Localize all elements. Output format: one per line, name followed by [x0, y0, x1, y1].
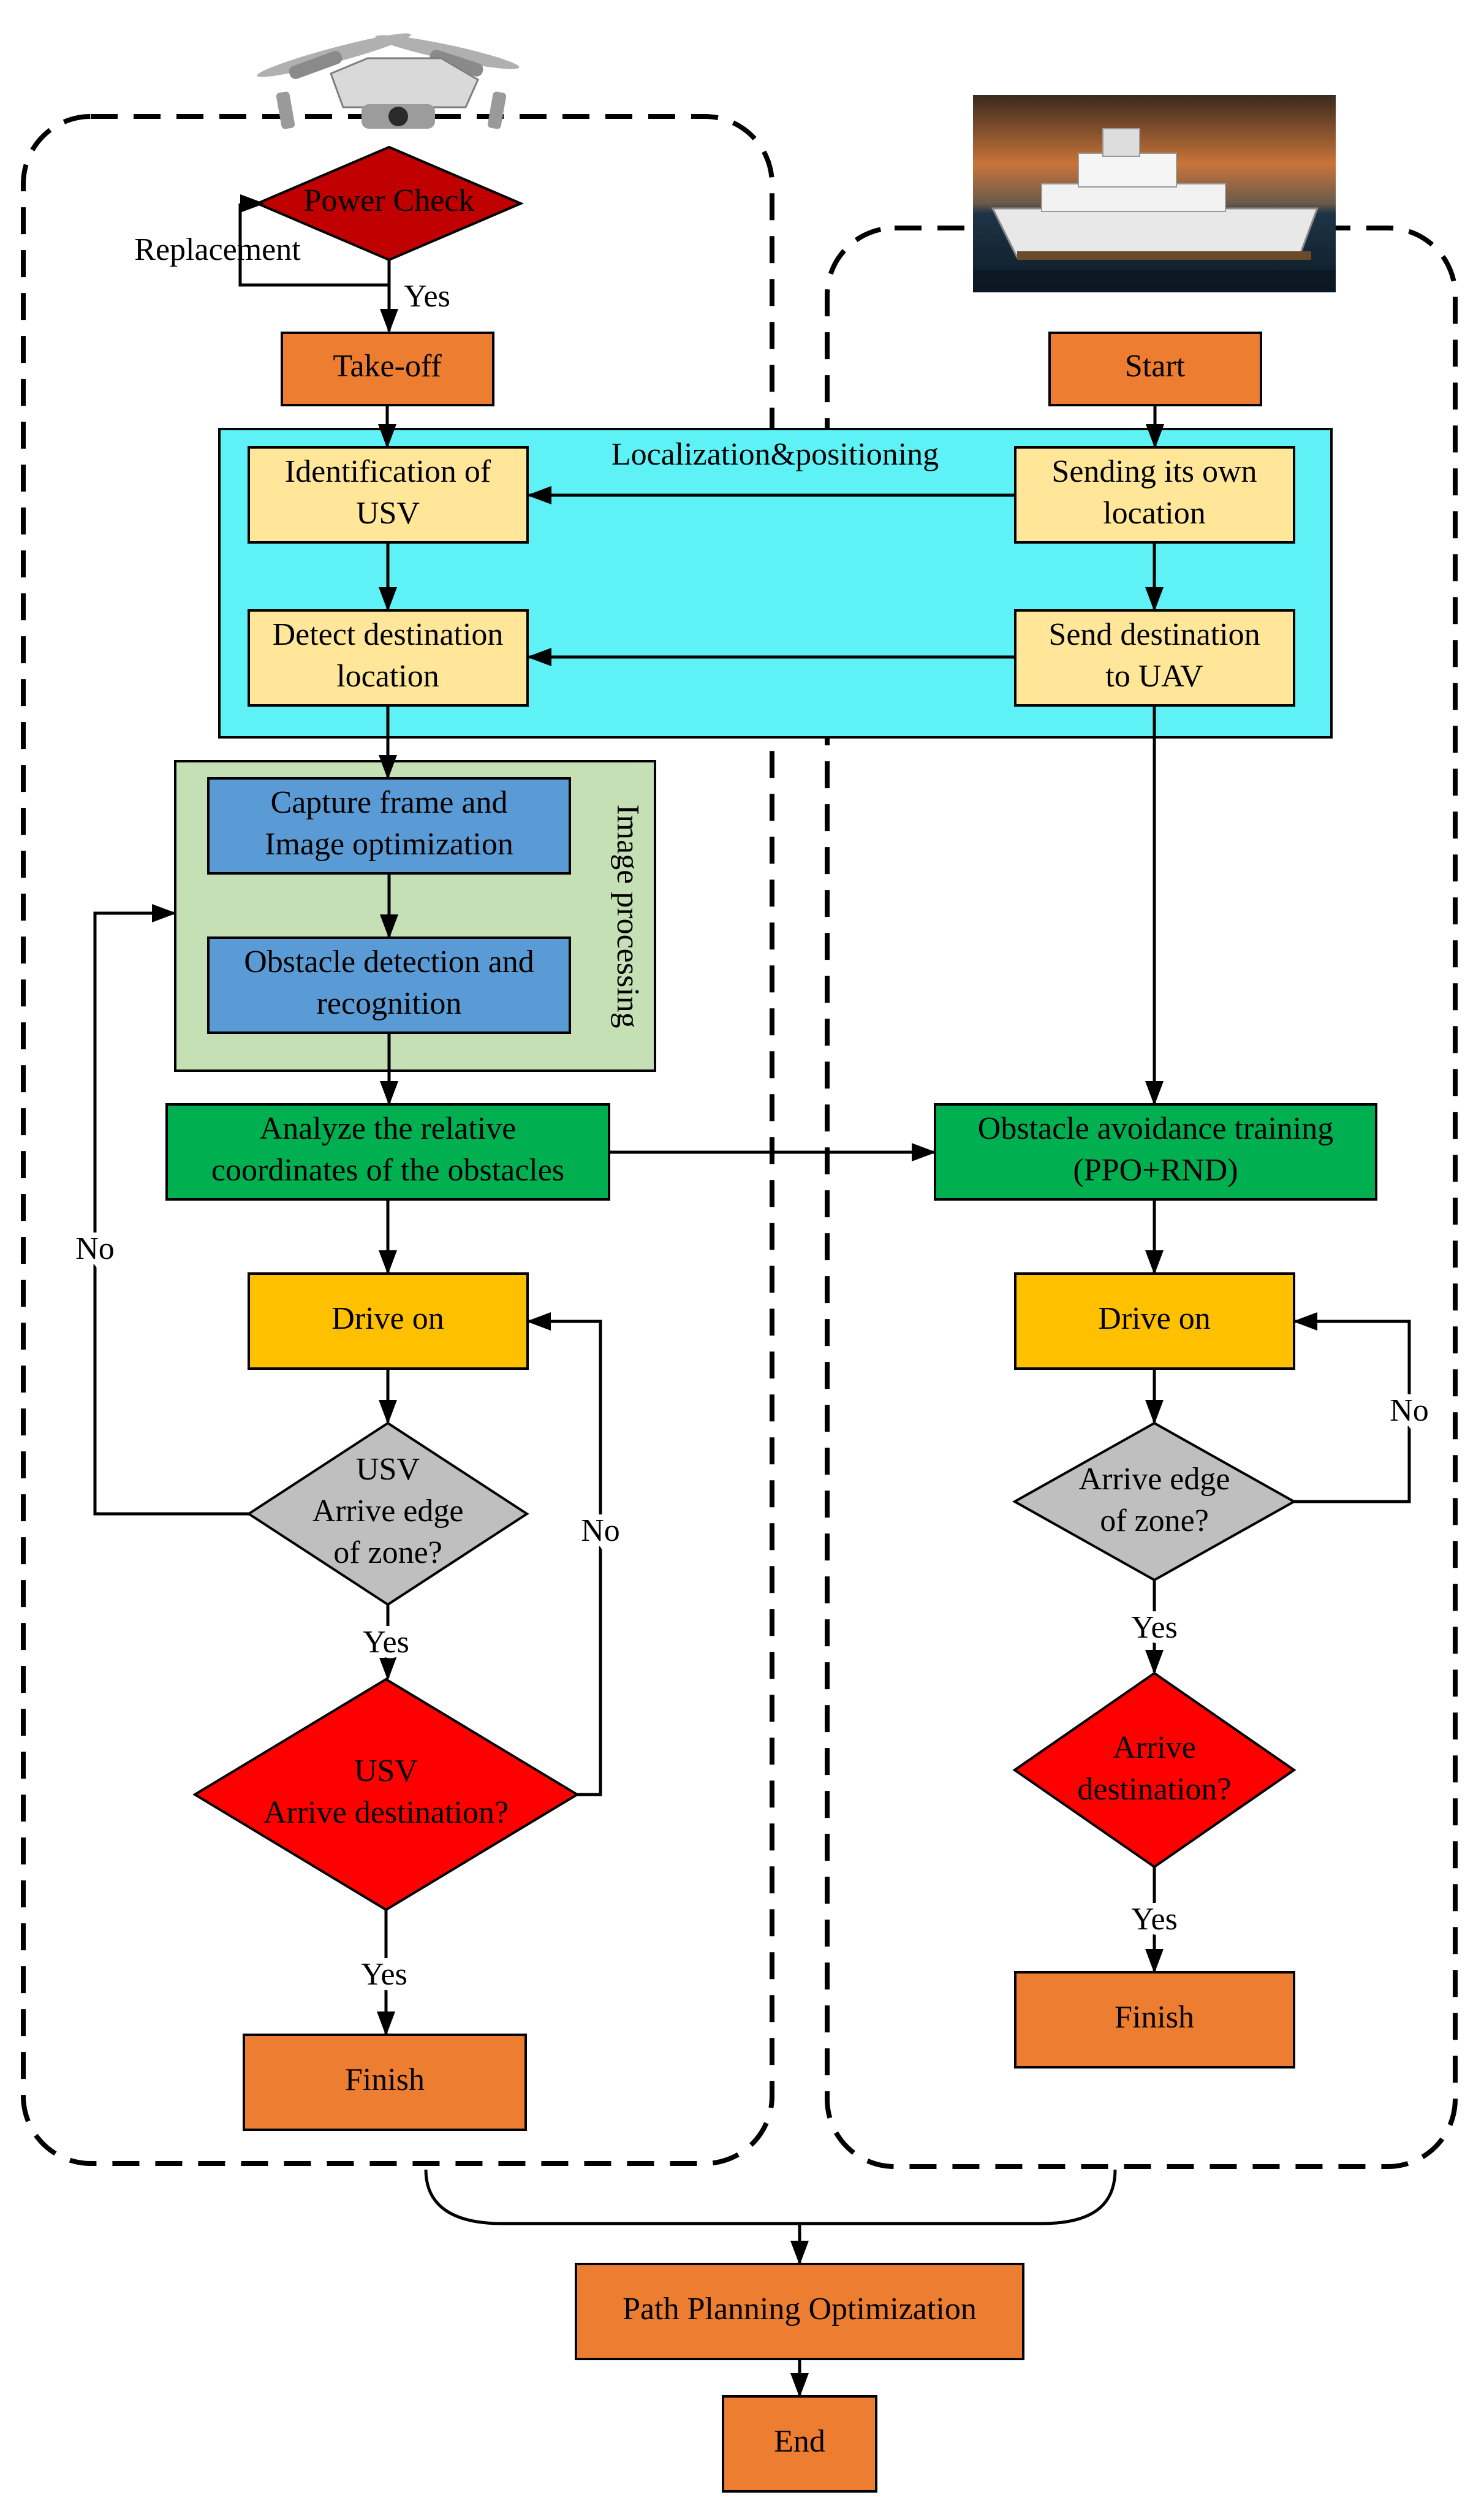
drone-image: [257, 33, 520, 129]
image-processing-label: Image processing: [610, 804, 645, 1028]
uav-no-destination-loop: [526, 1312, 602, 1796]
analyze-box: [165, 1103, 610, 1201]
usv-arrive-edge-label-2: of zone?: [1100, 1503, 1209, 1538]
end-label: End: [774, 2424, 825, 2459]
obstacle-detection-box: [207, 936, 571, 1034]
take-off-box: [281, 332, 494, 406]
uav-arrive-edge-label-2: Arrive edge: [312, 1494, 464, 1529]
usv-finish-box: [1014, 1971, 1295, 2068]
uav-arrive-destination-label-2: Arrive destination?: [263, 1795, 509, 1830]
uav-drive-on-label: Drive on: [331, 1301, 444, 1336]
usv-no-edge-label: No: [1390, 1393, 1429, 1428]
training-label-2: (PPO+RND): [1073, 1153, 1238, 1188]
training-label: Obstacle avoidance training: [978, 1111, 1333, 1146]
usv-arrive-edge-diamond: [1012, 1421, 1297, 1582]
uav-yes-destination-label: Yes: [361, 1957, 407, 1992]
ship-image: [973, 95, 1336, 292]
usv-lane: [825, 226, 1458, 2169]
usv-finish-label: Finish: [1115, 2000, 1194, 2035]
identification-label: Identification of: [285, 454, 491, 489]
sending-location-label: Sending its own: [1051, 454, 1257, 489]
uav-finish-box: [243, 2034, 527, 2131]
uav-yes-edge-label: Yes: [363, 1625, 409, 1660]
sending-location-label-2: location: [1103, 496, 1206, 531]
analyze-label-2: coordinates of the obstacles: [211, 1153, 564, 1188]
replacement-label: Replacement: [134, 232, 301, 267]
start-label: Start: [1125, 349, 1186, 384]
path-planning-box: [575, 2263, 1024, 2360]
usv-yes-edge-label: Yes: [1131, 1610, 1178, 1645]
uav-arrive-destination-label: USV: [354, 1753, 418, 1788]
usv-arrive-destination-diamond: [1012, 1671, 1297, 1869]
localization-label: Localization&positioning: [611, 437, 939, 472]
usv-drive-on-box: [1014, 1272, 1295, 1370]
uav-no-destination-label: No: [581, 1513, 620, 1548]
detect-destination-label-2: location: [336, 659, 439, 694]
power-check-label: Power Check: [304, 183, 475, 218]
path-planning-label: Path Planning Optimization: [623, 2292, 977, 2327]
send-destination-label-2: to UAV: [1105, 659, 1203, 694]
usv-arrive-destination-label-2: destination?: [1077, 1772, 1231, 1807]
uav-arrive-edge-label: USV: [356, 1452, 420, 1487]
uav-no-edge-loop: [93, 904, 249, 1516]
usv-drive-on-label: Drive on: [1098, 1301, 1210, 1336]
end-box: [722, 2395, 877, 2493]
training-box: [934, 1103, 1377, 1201]
obstacle-detection-label: Obstacle detection and: [244, 944, 534, 979]
uav-arrive-edge-label-3: of zone?: [333, 1535, 442, 1570]
send-destination-box: [1014, 609, 1295, 707]
merge-brace: [424, 2169, 1117, 2225]
usv-no-edge-loop: [1293, 1312, 1411, 1503]
detect-destination-label: Detect destination: [273, 617, 504, 652]
capture-frame-box: [207, 777, 571, 875]
capture-frame-label: Capture frame and: [271, 785, 508, 820]
usv-yes-destination-label: Yes: [1131, 1902, 1178, 1937]
capture-frame-label-2: Image optimization: [265, 827, 513, 862]
send-destination-label: Send destination: [1048, 617, 1260, 652]
usv-arrive-edge-label: Arrive edge: [1079, 1462, 1230, 1497]
sending-location-box: [1014, 446, 1295, 544]
yes-power-label: Yes: [404, 279, 450, 314]
start-box: [1048, 332, 1262, 406]
identification-label-2: USV: [356, 496, 420, 531]
obstacle-detection-label-2: recognition: [317, 986, 462, 1021]
take-off-label: Take-off: [333, 349, 442, 384]
usv-arrive-destination-label: Arrive: [1113, 1730, 1196, 1765]
uav-no-edge-label: No: [75, 1231, 115, 1266]
uav-finish-label: Finish: [345, 2062, 425, 2097]
analyze-label: Analyze the relative: [260, 1111, 517, 1146]
